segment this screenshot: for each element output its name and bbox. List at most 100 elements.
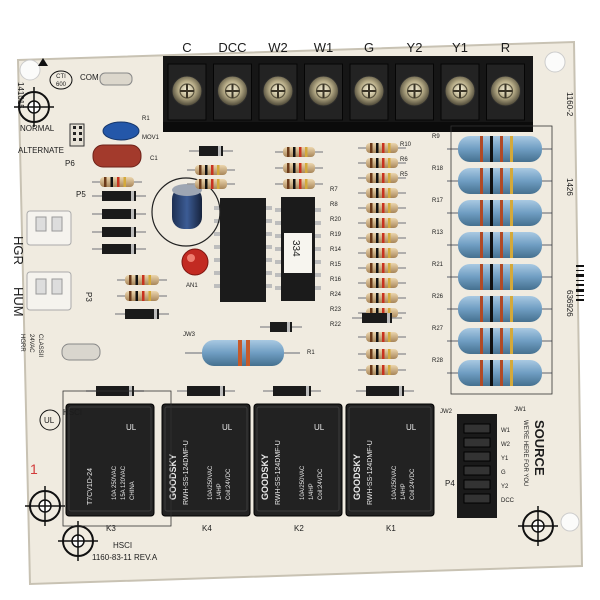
ic-pin [315, 247, 321, 251]
zener-z1 [260, 322, 302, 332]
power-resistor [447, 200, 552, 226]
power-resistor [447, 136, 552, 162]
relay-brand: GOODSKY [168, 454, 178, 500]
resistor-ref: R14 [330, 247, 342, 253]
hsci-label: HSCI [63, 408, 82, 417]
mounting-hole-bottom-right [518, 506, 580, 546]
svg-text:WE'RE HERE FOR YOU: WE'RE HERE FOR YOU [522, 420, 528, 486]
resistor-ref: R6 [400, 157, 408, 163]
resistor-mid [187, 165, 235, 175]
zener-z2 [189, 146, 233, 156]
capacitor-blue [102, 121, 140, 141]
resistor-ref: R7 [330, 187, 338, 193]
relay-spec: 1/4HP [309, 483, 315, 500]
p4-pin-label: W2 [501, 442, 511, 448]
ic-pin [266, 271, 272, 275]
p4-connector[interactable] [457, 414, 497, 518]
resistor-center [358, 293, 406, 303]
resistor-ref: R22 [330, 322, 342, 328]
p3-label: P3 [84, 292, 93, 302]
classii-label: CLASSII [37, 334, 43, 357]
footer-revision: 1160-83-11 REV.A [92, 553, 158, 562]
p5-label: P5 [76, 190, 86, 199]
ic-pin [214, 271, 220, 275]
relay-approval: UL [126, 423, 137, 432]
power-resistor-ref: R26 [432, 294, 444, 300]
resistor-bottom [358, 332, 406, 342]
mounting-hole-top-right [544, 51, 566, 73]
ic-pin [266, 219, 272, 223]
power-resistor [447, 168, 552, 194]
hgr-label: HGR [11, 236, 26, 265]
p4-pin-label: W1 [501, 428, 511, 434]
relay-spec: 1/4HP [401, 483, 407, 500]
diode-left [92, 227, 146, 237]
ic-pin [214, 219, 220, 223]
relay-model: RWH-SS-124DMF-U [275, 440, 282, 505]
hgr-connector[interactable] [26, 210, 72, 246]
ic-pin [315, 273, 321, 277]
resistor-center [358, 203, 406, 213]
p4-pin-label: DCC [501, 498, 515, 504]
terminal-w2[interactable] [258, 63, 298, 121]
mounting-hole-top-left [14, 87, 54, 127]
terminal-label-r: R [501, 40, 510, 55]
relay-model: T7CV1D-24 [87, 468, 94, 505]
pcb-board [16, 40, 584, 586]
relay-approval: UL [222, 423, 233, 432]
terminal-y1[interactable] [440, 63, 480, 121]
terminal-c[interactable] [167, 63, 207, 121]
p4-slot [463, 479, 491, 490]
power-resistor [447, 360, 552, 386]
side-code: 636926 [565, 290, 574, 317]
normal-label: NORMAL [20, 124, 55, 133]
ic-chip-u1: 334 [281, 197, 315, 301]
diode-left [92, 244, 146, 254]
p4-slot [463, 423, 491, 434]
resistor-ref: R10 [400, 142, 412, 148]
terminal-y2[interactable] [395, 63, 434, 121]
terminal-g[interactable] [349, 63, 389, 121]
terminal-w1[interactable] [304, 63, 343, 121]
resistor-ref: R23 [330, 307, 342, 313]
power-resistor-ref: R18 [432, 166, 444, 172]
ic-sticker: 334 [290, 240, 301, 257]
terminal-dcc[interactable] [213, 63, 252, 121]
p4-slot [463, 465, 491, 476]
ul-mark-icon: UL [39, 409, 61, 431]
terminal-label-g: G [364, 40, 374, 55]
hum-connector[interactable] [26, 271, 72, 311]
com-label: COM [80, 73, 99, 82]
electrolytic-capacitor [151, 177, 221, 247]
24vac-label: 24VAC [28, 334, 34, 353]
terminal-r[interactable] [486, 63, 525, 121]
terminal-label-c: C [182, 40, 191, 55]
alternate-label: ALTERNATE [18, 146, 64, 155]
relay-model: RWH-SS-124DMF-U [367, 440, 374, 505]
diode-d7 [263, 386, 321, 396]
resistor-center [358, 173, 406, 183]
cti-logo: CTI 600 [49, 70, 73, 90]
jw3-label: JW3 [183, 332, 196, 338]
capacitor-red [92, 144, 142, 168]
resistor-ref: R20 [330, 217, 342, 223]
power-resistor-ref: R21 [432, 262, 444, 268]
relay-spec: Coil:24VDC [410, 468, 416, 500]
side-code-1426: 1426 [565, 178, 574, 196]
relay-spec: 1/4HP [217, 483, 223, 500]
resistor-ref: R19 [330, 232, 342, 238]
c1-ref: C1 [150, 156, 158, 162]
ic-pin [315, 260, 321, 264]
resistor-center [358, 263, 406, 273]
svg-text:UL: UL [44, 416, 55, 425]
relay-ref: K4 [202, 524, 212, 533]
resistor-left [92, 177, 142, 187]
barcode [576, 265, 584, 301]
selector-jumper[interactable] [69, 123, 85, 147]
svg-text:CTI: CTI [56, 74, 66, 80]
ic-pin [275, 221, 281, 225]
